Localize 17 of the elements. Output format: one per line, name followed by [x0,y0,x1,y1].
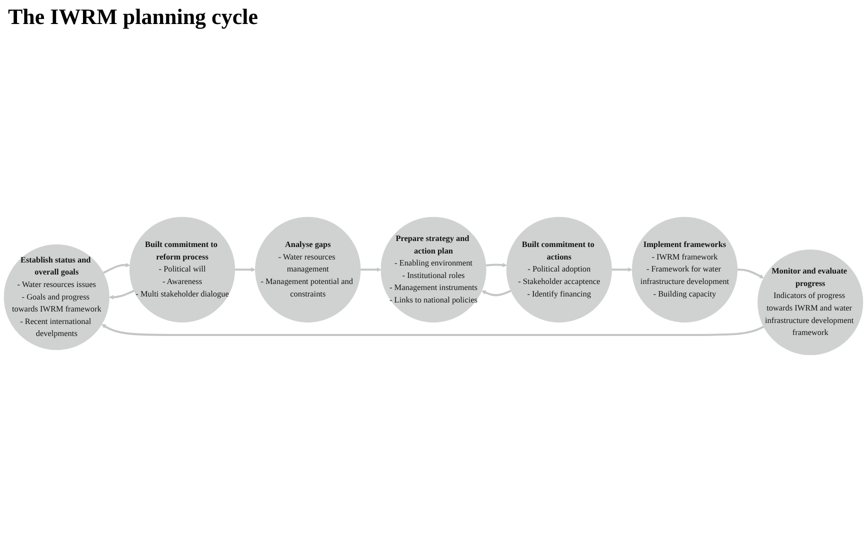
arrow [360,267,382,272]
node-circle: Prepare strategy and action plan - Enabling environment - Institutional roles - Management instruments - Links to national policies [380,216,486,322]
arrow [234,267,256,272]
node-circle: Monitor and evaluate progress Indicators of progress towards IWRM and water infrastructure development framework [758,250,864,356]
node-circle: Built commitment to actions - Political adoption - Stakeholder accaptence - Identify financing [506,216,612,322]
node-circle: Implement frameworks - IWRM framework - Framework for water infrastructure development - Building capacity [632,216,738,322]
arrow [101,324,764,336]
diagram-title: The IWRM planning cycle [8,4,258,30]
node-circle: Analyse gaps - Water resources management - Management potential and constraints [255,216,361,322]
arrow [486,262,507,268]
arrow [102,262,130,274]
node-circle: Built commitment to reform process - Political will - Awareness - Multi stakeholder dialogue [129,216,236,322]
node-circle: Establish status and overall goals - Water resources issues - Goals and progress towards IWRM framework - Recent international develpments [4,244,110,350]
arrow [481,290,512,296]
arrow [612,267,632,272]
arrow [109,290,135,300]
arrow [737,268,764,278]
